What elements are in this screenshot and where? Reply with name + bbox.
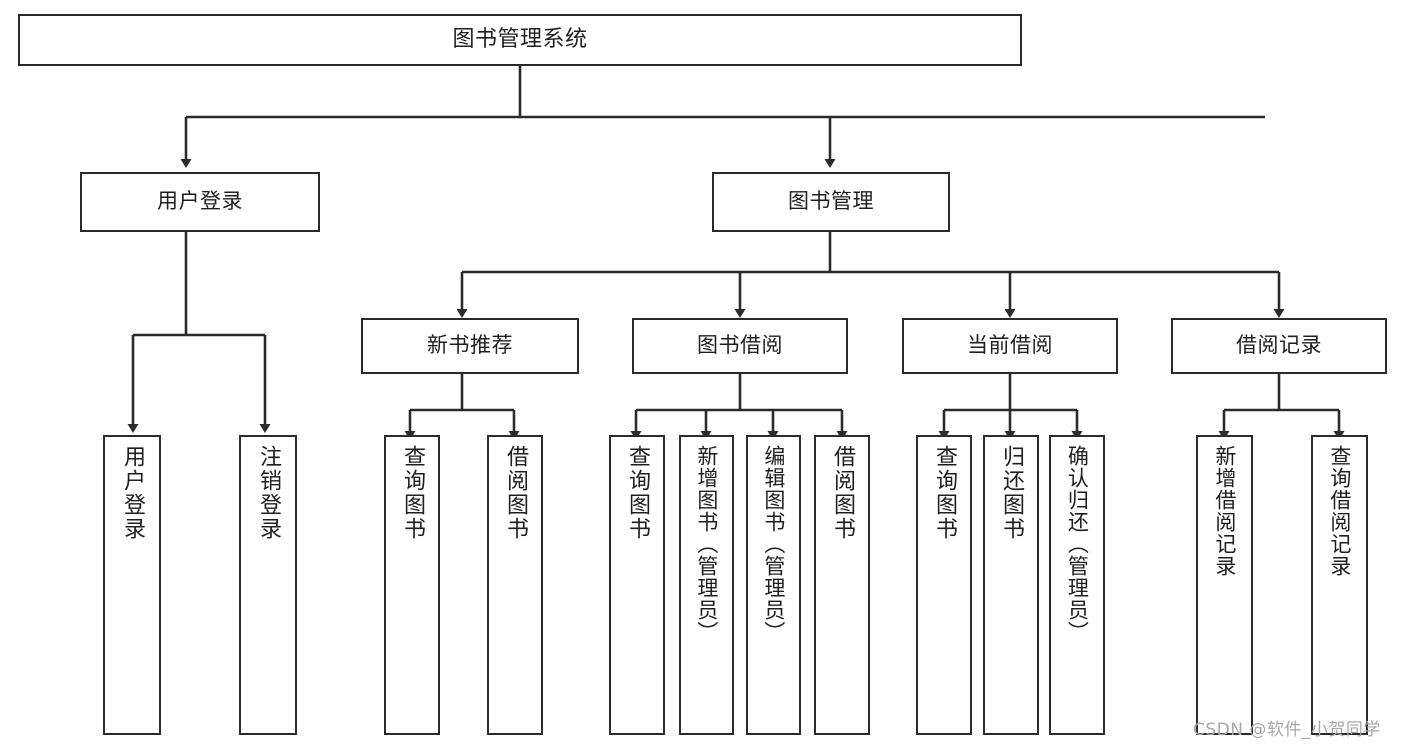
leaf-borrow-query-book[interactable]: 查询图书 [609,435,665,735]
node-label: 注销登录 [255,445,281,541]
leaf-record-query[interactable]: 查询借阅记录 [1311,435,1368,735]
node-label: 查询图书 [624,445,650,541]
leaf-borrow-add-book-admin[interactable]: 新增图书（管理员） [679,435,734,735]
node-label: 查询图书 [931,445,957,541]
leaf-borrow-edit-book-admin[interactable]: 编辑图书（管理员） [746,435,801,735]
node-borrow-record[interactable]: 借阅记录 [1171,318,1387,374]
leaf-current-query-book[interactable]: 查询图书 [916,435,972,735]
node-user-login[interactable]: 用户登录 [80,172,320,232]
node-label: 用户登录 [119,445,145,541]
node-label: 当前借阅 [967,333,1053,358]
node-label: 查询图书 [399,445,425,541]
node-label: 图书管理系统 [452,26,588,52]
node-label: 确认归还（管理员） [1065,445,1090,643]
node-label: 借阅图书 [829,445,855,541]
node-label: 新增借阅记录 [1212,445,1237,577]
leaf-record-add[interactable]: 新增借阅记录 [1196,435,1253,735]
leaf-user-login[interactable]: 用户登录 [103,435,161,735]
csdn-watermark: CSDN @软件_小贺同学 [1193,720,1381,740]
node-label: 新增图书（管理员） [694,445,719,643]
leaf-current-return-book[interactable]: 归还图书 [983,435,1039,735]
leaf-new-book-borrow[interactable]: 借阅图书 [487,435,543,735]
node-label: 图书管理 [788,189,874,214]
leaf-new-book-query[interactable]: 查询图书 [384,435,440,735]
node-new-book-recommend[interactable]: 新书推荐 [361,318,579,374]
node-label: 编辑图书（管理员） [761,445,786,643]
node-label: 查询借阅记录 [1327,445,1352,577]
node-label: 归还图书 [998,445,1024,541]
leaf-borrow-borrow-book[interactable]: 借阅图书 [814,435,870,735]
leaf-current-confirm-return-admin[interactable]: 确认归还（管理员） [1049,435,1105,735]
node-label: 借阅记录 [1236,333,1322,358]
node-book-management[interactable]: 图书管理 [712,172,950,232]
node-label: 新书推荐 [427,333,513,358]
node-book-borrow[interactable]: 图书借阅 [632,318,848,374]
leaf-logout[interactable]: 注销登录 [239,435,297,735]
node-label: 图书借阅 [697,333,783,358]
node-root-book-management-system[interactable]: 图书管理系统 [18,14,1022,66]
node-current-borrow[interactable]: 当前借阅 [902,318,1118,374]
node-label: 借阅图书 [502,445,528,541]
node-label: 用户登录 [157,189,243,214]
